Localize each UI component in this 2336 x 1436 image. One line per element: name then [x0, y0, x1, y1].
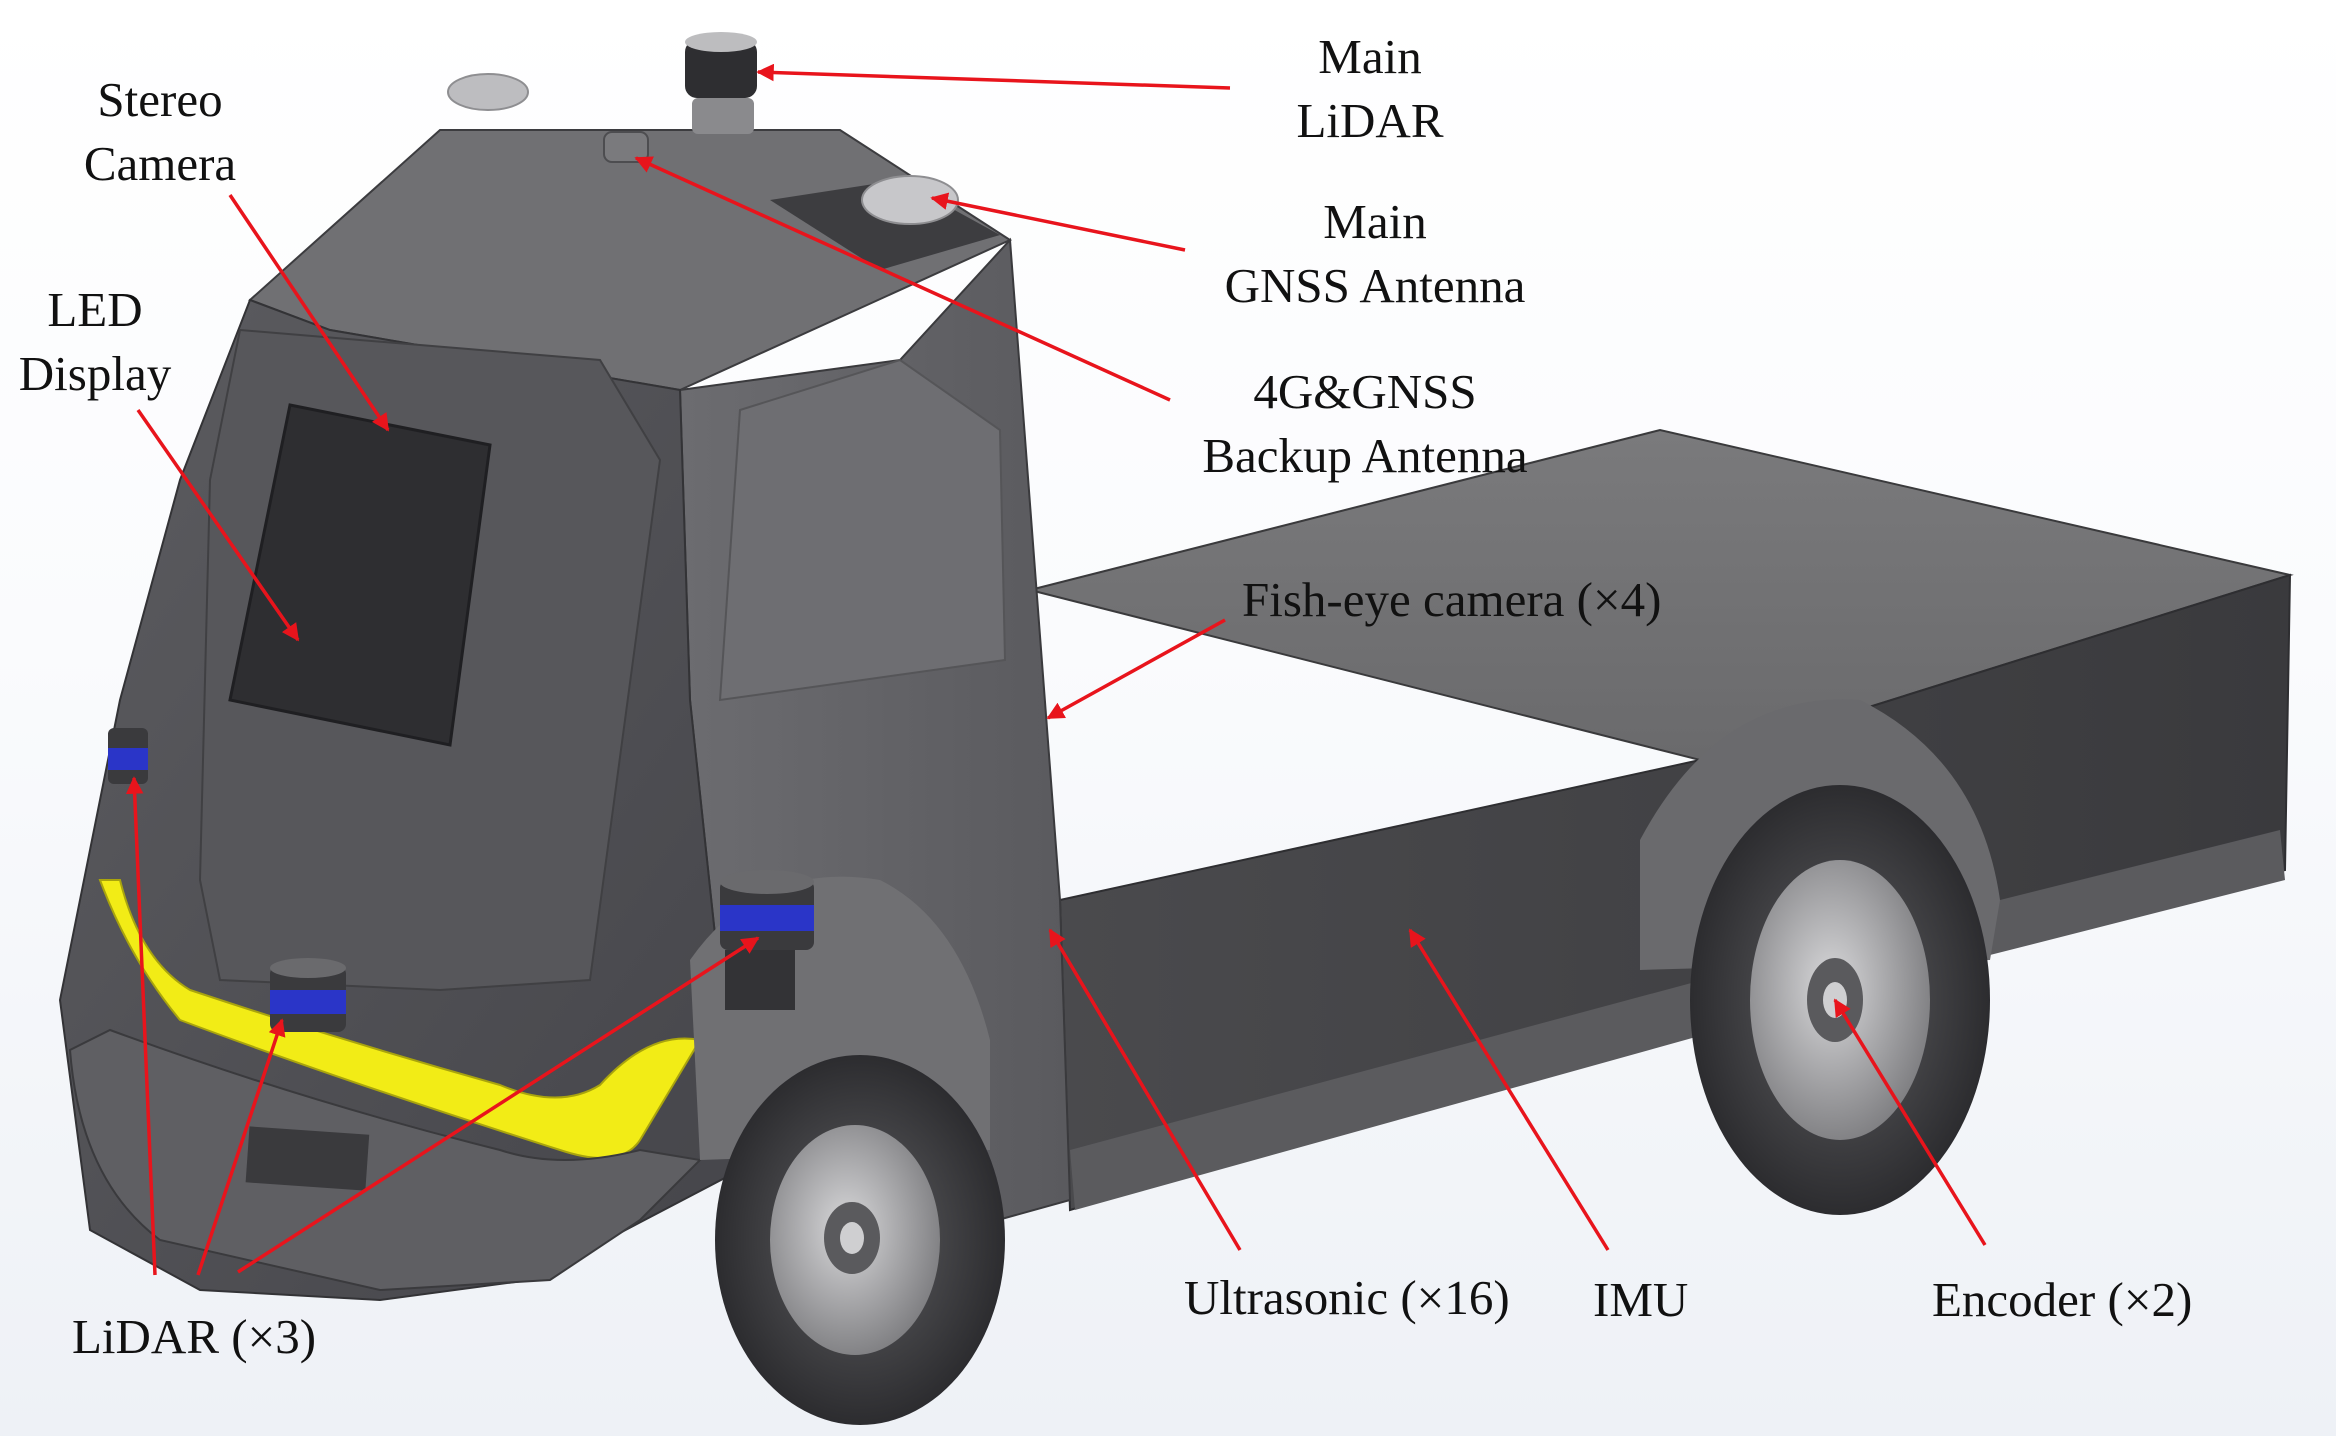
label-encoder: Encoder (×2) — [1932, 1272, 2193, 1327]
backup-antenna-puck — [603, 131, 649, 163]
main-gnss-antenna — [861, 175, 959, 225]
cab-side-panel — [718, 358, 1007, 702]
label-main-lidar: Main LiDAR — [1296, 29, 1444, 148]
lidar-unit-right — [720, 870, 814, 1010]
label-lidar-x3: LiDAR (×3) — [72, 1309, 317, 1364]
license-plate — [245, 1126, 370, 1191]
arrow-led-display — [136, 409, 300, 642]
lidar-unit-front — [270, 958, 346, 1032]
arrow-lidar-front — [196, 1018, 286, 1276]
front-lower-bumper — [68, 1028, 703, 1292]
label-imu: IMU — [1593, 1272, 1689, 1327]
arrow-main-lidar — [756, 63, 1231, 90]
yellow-bumper — [98, 879, 702, 1159]
label-main-gnss: Main GNSS Antenna — [1224, 194, 1526, 313]
label-backup-antenna: 4G&GNSS Backup Antenna — [1202, 364, 1528, 483]
arrow-lidar-right — [237, 936, 760, 1274]
main-lidar-sensor — [685, 32, 757, 134]
led-display-screen — [228, 403, 492, 747]
callout-arrows — [125, 63, 1987, 1276]
rear-wheel — [1640, 699, 2000, 1215]
arrow-ultrasonic — [1048, 928, 1242, 1251]
vehicle — [58, 32, 2294, 1425]
label-stereo-camera: Stereo Camera — [83, 72, 237, 191]
label-led-display: LED Display — [18, 282, 172, 401]
arrow-encoder — [1833, 998, 1987, 1246]
lidar-unit-left — [108, 728, 148, 784]
arrow-main-gnss — [930, 192, 1186, 252]
arrow-stereo-camera — [228, 194, 390, 432]
stereo-camera-dome — [447, 73, 529, 111]
arrow-fisheye — [1046, 618, 1226, 720]
arrow-imu — [1408, 928, 1610, 1251]
label-fisheye-camera: Fish-eye camera (×4) — [1242, 572, 1662, 627]
label-ultrasonic: Ultrasonic (×16) — [1184, 1270, 1510, 1325]
arrow-lidar-left — [125, 776, 157, 1276]
arrow-backup-antenna — [634, 156, 1171, 402]
